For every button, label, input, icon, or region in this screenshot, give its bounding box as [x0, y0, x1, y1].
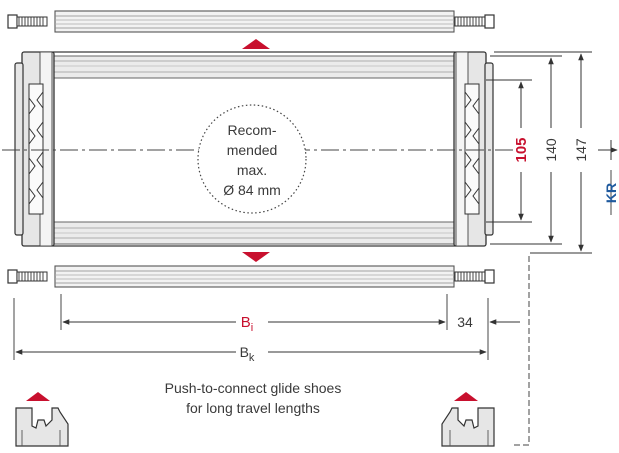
- left-screw-bottom: [7, 269, 48, 284]
- glide-shoe-left: [15, 392, 69, 447]
- bottom-crossbar: [54, 265, 455, 288]
- glide-shoe-arrow-right: [454, 392, 478, 401]
- vertical-dimensions: [486, 51, 618, 254]
- dim-bending-radius: KR: [603, 183, 619, 203]
- top-crossbar: [54, 10, 455, 33]
- chain-link-body: [2, 51, 515, 247]
- right-screw-top: [454, 14, 495, 29]
- recommended-note-line3: max.: [237, 162, 267, 178]
- dim-inner-width: Bi: [241, 314, 253, 334]
- dim-inner-height: 105: [513, 137, 530, 162]
- top-crossbar-assembly: [7, 10, 495, 33]
- caption-line1: Push-to-connect glide shoes: [165, 380, 342, 396]
- right-screw-bottom: [454, 269, 495, 284]
- right-side-plate: [453, 51, 494, 247]
- direction-arrow-down: [242, 252, 270, 262]
- glide-shoe-right: [441, 392, 495, 447]
- caption-line2: for long travel lengths: [186, 400, 320, 416]
- bottom-crossbar-assembly: [7, 265, 495, 288]
- recommended-note-line1: Recom-: [227, 122, 276, 138]
- dim-mid-height: 140: [543, 138, 559, 162]
- glide-shoe-arrow-left: [26, 392, 50, 401]
- recommended-max-circle: [197, 104, 307, 214]
- kr-boundary-line: [511, 256, 530, 446]
- horizontal-dimensions: [13, 294, 520, 360]
- recommended-note-line2: mended: [227, 142, 278, 158]
- dim-outer-height: 147: [573, 138, 589, 162]
- direction-arrow-up: [242, 39, 270, 49]
- recommended-note-line4: Ø 84 mm: [223, 182, 281, 198]
- dim-offset: 34: [457, 314, 473, 330]
- dim-outer-width: Bk: [240, 344, 255, 364]
- left-screw-top: [7, 14, 48, 29]
- left-side-plate: [14, 51, 55, 247]
